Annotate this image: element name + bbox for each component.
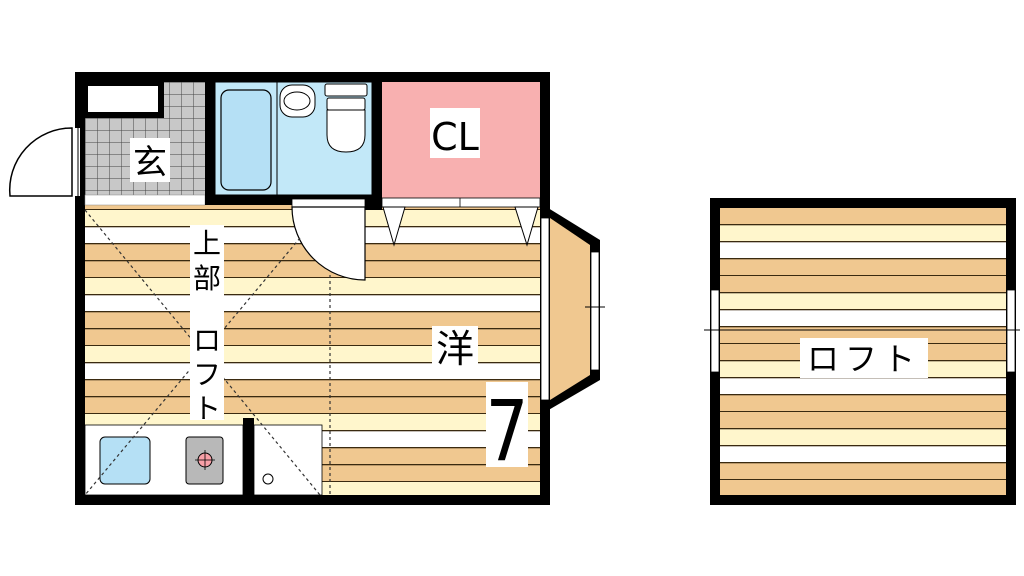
toilet-tank bbox=[324, 83, 368, 97]
entry-door[interactable] bbox=[8, 127, 80, 197]
shoe-cabinet bbox=[88, 86, 158, 112]
bay-window bbox=[540, 203, 605, 415]
loft-window-right bbox=[1006, 289, 1016, 373]
loft-window-left bbox=[710, 289, 720, 373]
upper-loft-char: 部 bbox=[193, 262, 221, 295]
loft-plan: ロフト bbox=[704, 198, 1020, 505]
closet-label: CL bbox=[431, 115, 479, 159]
room-size-label: 7 bbox=[486, 382, 529, 480]
bathtub bbox=[220, 89, 272, 191]
western-room-label: 洋 bbox=[436, 327, 474, 371]
upper-loft-char: 上 bbox=[193, 227, 221, 260]
loft-outline bbox=[84, 209, 331, 496]
loft-label: ロフト bbox=[807, 340, 921, 378]
entrance-label: 玄 bbox=[133, 143, 167, 183]
kitchen-sink bbox=[99, 436, 151, 485]
closet-doors[interactable] bbox=[381, 197, 541, 247]
main-unit: 玄 CL bbox=[8, 72, 605, 505]
toilet-bowl bbox=[326, 109, 366, 153]
bathroom-door[interactable] bbox=[291, 198, 366, 281]
upper-loft-char: フ bbox=[193, 358, 221, 391]
upper-loft-char: ト bbox=[193, 392, 221, 425]
upper-loft-char: ロ bbox=[193, 324, 221, 357]
entrance-step bbox=[84, 194, 206, 206]
